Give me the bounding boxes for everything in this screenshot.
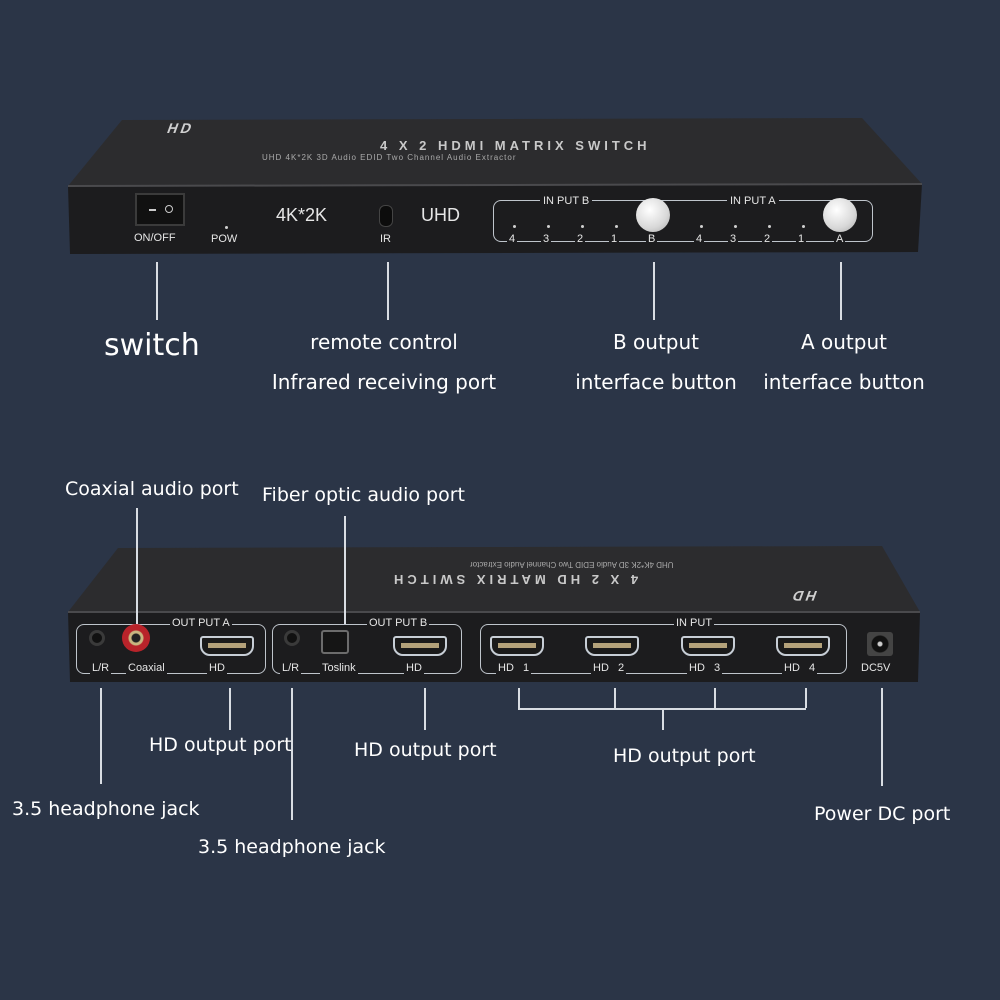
hd-output-b-label: HD output port [354,739,497,761]
led-b3-icon [547,225,550,228]
hdmi-input-1-port[interactable] [490,636,544,656]
dc-pointer-line [881,688,883,786]
ir-label: IR [380,233,391,245]
hdmi-input-4-port[interactable] [776,636,830,656]
front-top-title: 4 X 2 HDMI MATRIX SWITCH [380,138,651,153]
led-b1-icon [615,225,618,228]
hdmi-output-a-port[interactable] [200,636,254,656]
a-button-pointer-line [840,262,842,320]
back-top-subtitle: UHD 4K*2K 3D Audio EDID Two Channel Audi… [470,560,674,569]
input-3-tick-line [714,688,716,708]
hd-a-pointer-line [229,688,231,730]
input-center-pointer-line [662,708,664,730]
b-num-b: B [646,233,658,245]
remote-label-line2: Infrared receiving port [271,370,497,394]
b-output-label-line1: B output [612,330,700,354]
jack-a-label: 3.5 headphone jack [12,798,200,820]
input-4-label: HD 4 [782,662,818,674]
a-num-1: 1 [796,233,807,245]
a-output-label-line1: A output [800,330,887,354]
a-select-button[interactable] [823,198,857,232]
hdmi-input-2-port[interactable] [585,636,639,656]
input-a-label: IN PUT A [727,195,779,207]
switch-off-mark-icon [149,209,156,211]
hd-a-label: HD [207,662,227,674]
input-label: IN PUT [674,617,715,629]
a-output-label-line2: interface button [763,370,925,394]
input-3-label: HD 3 [687,662,723,674]
power-switch[interactable] [135,193,185,226]
on-off-label: ON/OFF [134,232,176,244]
b-output-label-line2: interface button [575,370,737,394]
switch-on-mark-icon [165,205,173,213]
a-num-2: 2 [762,233,773,245]
back-top-title: 4 X 2 HD MATRIX SWITCH [390,572,639,587]
toslink-label: Toslink [320,662,358,674]
toslink-port[interactable] [321,630,349,654]
hd-output-a-label: HD output port [149,734,292,756]
led-a1-icon [802,225,805,228]
coaxial-pointer-line [136,508,138,624]
jack-a-pointer-line [100,688,102,784]
input-1-label: HD 1 [496,662,532,674]
dc5v-label: DC5V [861,662,891,674]
output-a-label: OUT PUT A [170,617,232,629]
hdmi-output-b-port[interactable] [393,636,447,656]
coaxial-port-label: Coaxial audio port [65,478,239,500]
input-4-tick-line [805,688,807,708]
coaxial-port[interactable] [122,624,150,652]
hd-b-label: HD [404,662,424,674]
led-b4-icon [513,225,516,228]
switch-label: switch [104,328,200,363]
led-a3-icon [734,225,737,228]
hdmi-input-3-port[interactable] [681,636,735,656]
input-b-label: IN PUT B [540,195,593,207]
a-num-3: 3 [728,233,739,245]
front-top-subtitle: UHD 4K*2K 3D Audio EDID Two Channel Audi… [262,153,517,162]
input-1-tick-line [518,688,520,708]
4k2k-label: 4K*2K [276,205,328,225]
dc-power-port[interactable] [867,632,893,656]
switch-pointer-line [156,262,158,320]
b-button-pointer-line [653,262,655,320]
remote-label-line1: remote control [310,330,458,354]
a-num-4: 4 [694,233,705,245]
led-b2-icon [581,225,584,228]
led-a4-icon [700,225,703,228]
coaxial-label: Coaxial [126,662,167,674]
fiber-port-label: Fiber optic audio port [262,484,465,506]
back-device-shell [68,546,920,682]
hd-input-label: HD output port [613,745,756,767]
pow-label: POW [211,233,238,245]
b-num-3: 3 [541,233,552,245]
headphone-jack-b[interactable] [284,630,300,646]
front-device-shell [67,118,923,254]
jack-b-pointer-line [291,688,293,820]
jack-b-label: 3.5 headphone jack [198,836,386,858]
input-frame [480,624,847,674]
led-a2-icon [768,225,771,228]
b-num-1: 1 [609,233,620,245]
power-dc-label: Power DC port [814,803,951,825]
input-2-label: HD 2 [591,662,627,674]
uhd-label: UHD [421,205,460,225]
a-num-a: A [834,233,846,245]
input-2-tick-line [614,688,616,708]
hd-b-pointer-line [424,688,426,730]
pow-led-icon [225,226,228,229]
input-selector-frame [493,200,873,242]
fiber-pointer-line [344,516,346,624]
lr-a-label: L/R [90,662,112,674]
b-num-2: 2 [575,233,586,245]
headphone-jack-a[interactable] [89,630,105,646]
b-select-button[interactable] [636,198,670,232]
lr-b-label: L/R [280,662,302,674]
ir-pointer-line [387,262,389,320]
b-num-4: 4 [507,233,518,245]
output-b-label: OUT PUT B [367,617,430,629]
ir-window-icon [379,205,393,227]
